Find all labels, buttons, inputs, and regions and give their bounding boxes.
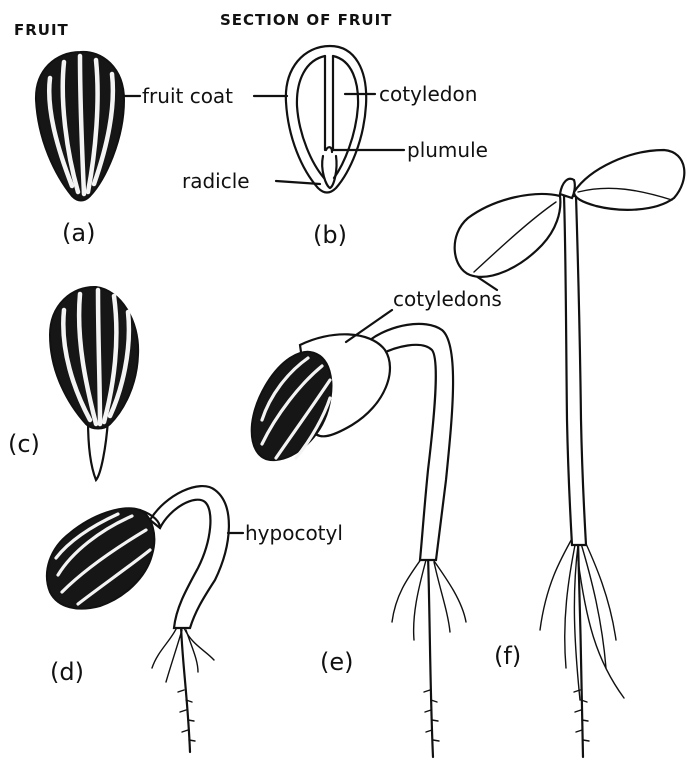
cotyledon-f-right	[574, 150, 684, 210]
label-fruit-coat: fruit coat	[142, 84, 233, 108]
figure-letter-e: (e)	[320, 648, 354, 676]
hypocotyl-d	[150, 486, 229, 628]
figure-letter-b: (b)	[313, 221, 347, 249]
figure-letter-c: (c)	[8, 430, 40, 458]
label-cotyledon: cotyledon	[379, 82, 477, 106]
stage-b-section	[286, 46, 366, 193]
label-radicle: radicle	[182, 169, 250, 193]
label-plumule: plumule	[407, 138, 488, 162]
stage-c-fruit	[50, 287, 138, 480]
label-cotyledons: cotyledons	[393, 287, 502, 311]
figure-letter-d: (d)	[50, 658, 84, 686]
label-hypocotyl: hypocotyl	[245, 521, 343, 545]
apex-f	[560, 179, 575, 198]
header-fruit: FRUIT	[14, 21, 69, 39]
cotyledon-f-left	[455, 194, 561, 277]
primary-root-d	[181, 625, 190, 752]
primary-root-f	[578, 540, 583, 757]
stage-d-seedling	[47, 486, 229, 752]
header-section-of-fruit: SECTION OF FRUIT	[220, 11, 392, 29]
figure-letter-a: (a)	[62, 219, 95, 247]
primary-root-e	[428, 555, 433, 757]
stem-f	[564, 196, 586, 545]
stage-a-fruit	[36, 52, 124, 201]
figure-letter-f: (f)	[494, 642, 521, 670]
stage-f-seedling	[455, 150, 685, 757]
